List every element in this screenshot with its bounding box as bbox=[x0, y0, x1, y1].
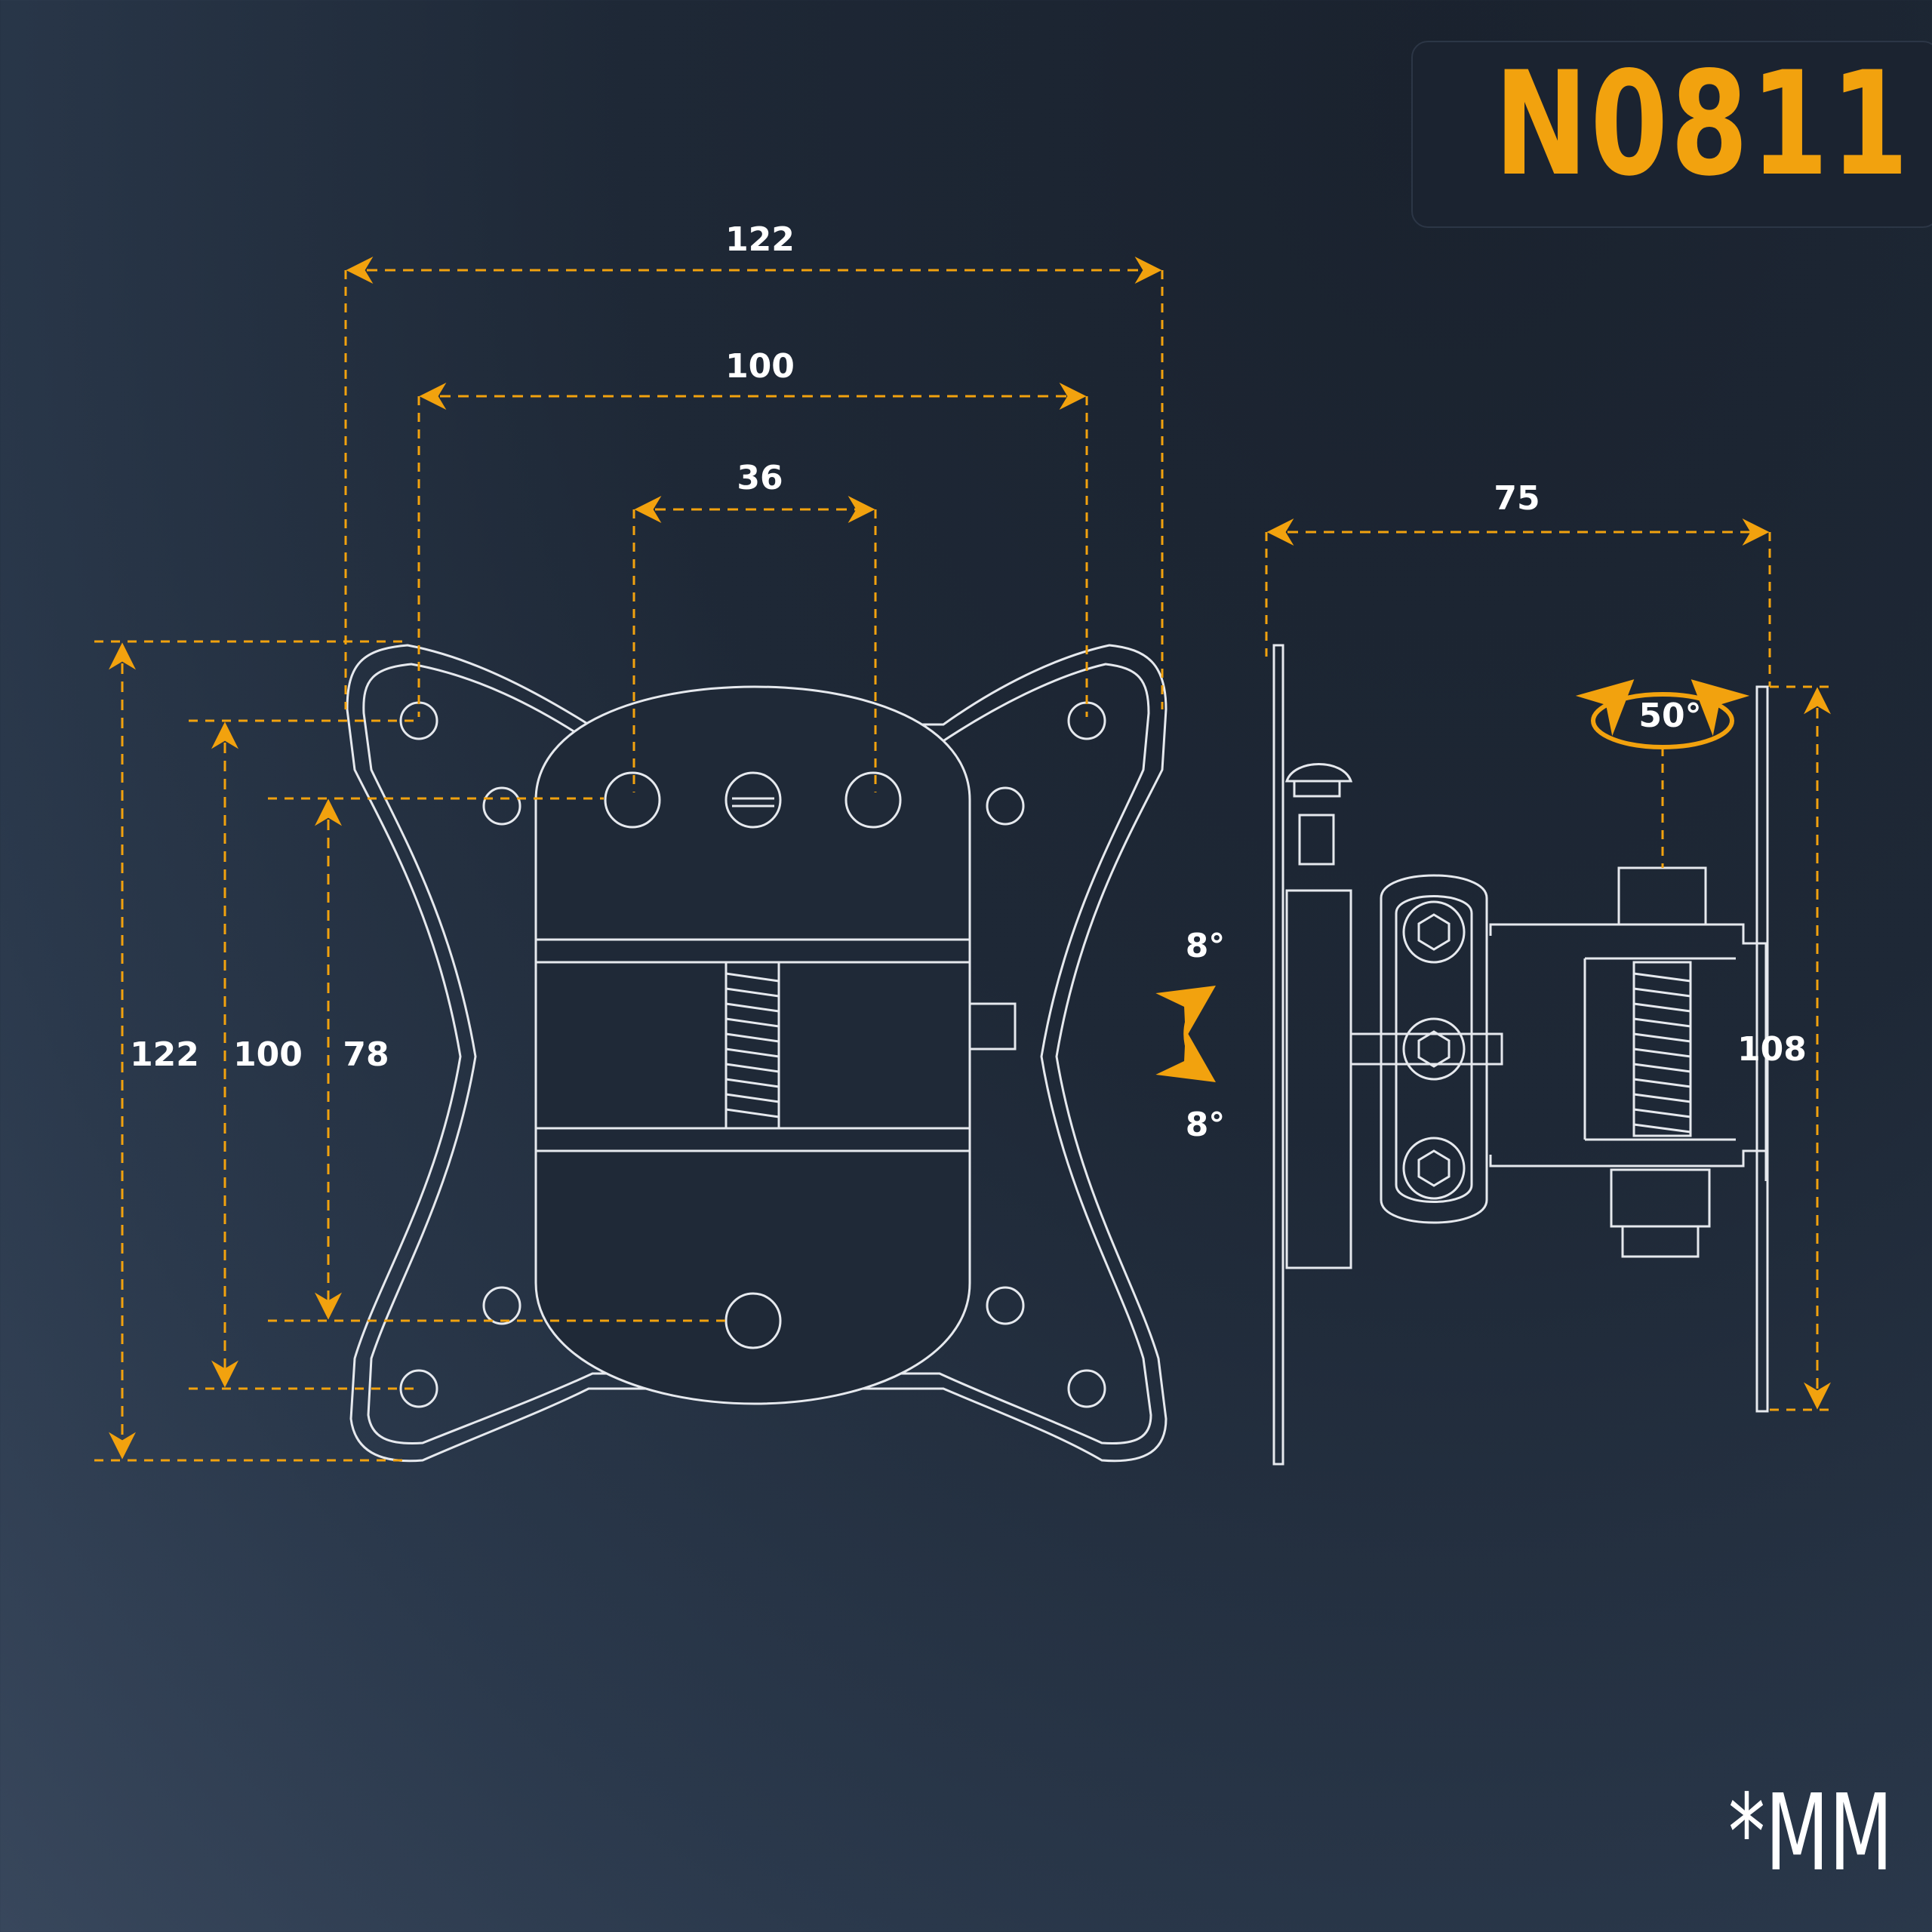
dimension-lines bbox=[94, 270, 1834, 1462]
label-tilt-up: 8° bbox=[1186, 927, 1226, 965]
dimension-arrows bbox=[109, 257, 1831, 1460]
unit-label: *MM bbox=[1728, 1772, 1894, 1895]
label-width-inner: 36 bbox=[737, 459, 783, 497]
label-swivel: 50° bbox=[1638, 697, 1701, 735]
label-width-vesa: 100 bbox=[725, 347, 795, 386]
label-tilt-down: 8° bbox=[1186, 1106, 1226, 1144]
swivel-indicator bbox=[1575, 679, 1750, 749]
front-view-mount-plate bbox=[346, 644, 1168, 1463]
label-height-inner: 78 bbox=[343, 1035, 389, 1074]
label-height-outer: 122 bbox=[130, 1035, 199, 1074]
label-width-outer: 122 bbox=[725, 220, 795, 259]
label-depth: 75 bbox=[1494, 479, 1540, 518]
model-number: N0811 bbox=[1494, 41, 1912, 208]
model-badge bbox=[1411, 41, 1932, 228]
label-side-height: 108 bbox=[1737, 1030, 1807, 1069]
side-view-mount-arm bbox=[1272, 644, 1769, 1466]
tilt-indicator bbox=[1155, 986, 1216, 1082]
label-height-vesa: 100 bbox=[233, 1035, 303, 1074]
